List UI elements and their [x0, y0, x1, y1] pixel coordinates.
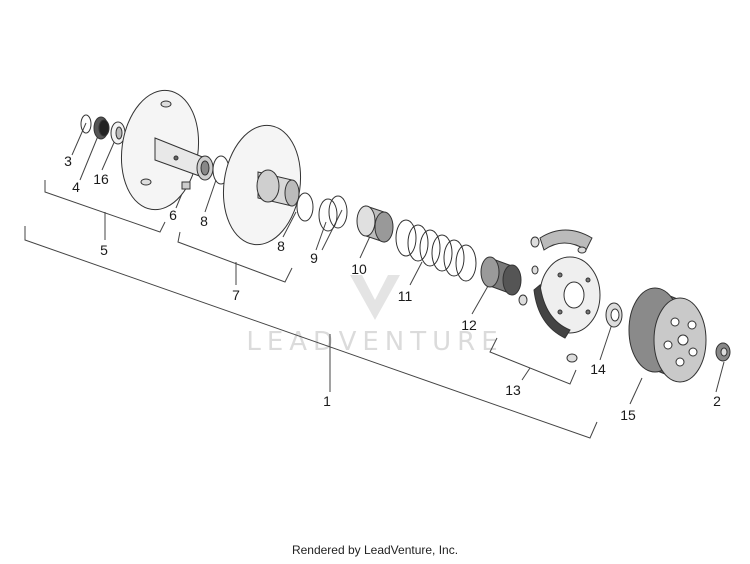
callout-13: 13 — [505, 382, 521, 398]
part-13-clutch-assembly — [518, 229, 601, 363]
bracket-7 — [177, 231, 293, 283]
callout-14: 14 — [590, 361, 606, 377]
watermark: LEADVENTURE — [246, 275, 498, 357]
part-4-needle-bearing — [93, 116, 110, 140]
callout-labels: 1 2 3 4 5 6 7 8 8 9 10 11 12 13 14 15 16 — [64, 153, 721, 423]
callout-9: 9 — [310, 250, 318, 266]
part-3-circlip — [80, 114, 92, 134]
bracket-1 — [24, 226, 598, 439]
footer-credit: Rendered by LeadVenture, Inc. — [291, 543, 459, 557]
callout-8a: 8 — [200, 213, 208, 229]
callout-10: 10 — [351, 261, 367, 277]
callout-11: 11 — [398, 288, 413, 304]
group-brackets — [24, 180, 598, 439]
part-10-collar — [356, 205, 394, 243]
callout-12: 12 — [461, 317, 477, 333]
callout-4: 4 — [72, 179, 80, 195]
part-2-nut — [715, 342, 731, 362]
part-14-nut — [605, 302, 623, 328]
part-7-fixed-face — [222, 124, 302, 246]
bracket-5 — [44, 180, 166, 233]
watermark-logo-icon — [350, 275, 400, 320]
part-12-cup — [480, 256, 522, 296]
part-6-movable-face — [120, 89, 214, 211]
callout-6: 6 — [169, 207, 177, 223]
part-11-spring — [395, 219, 477, 282]
callout-2: 2 — [713, 393, 721, 409]
part-15-clutch-drum — [628, 287, 707, 383]
callout-8b: 8 — [277, 238, 285, 254]
callout-15: 15 — [620, 407, 636, 423]
callout-5: 5 — [100, 242, 108, 258]
callout-1: 1 — [323, 393, 331, 409]
callout-16: 16 — [93, 171, 109, 187]
callout-3: 3 — [64, 153, 72, 169]
callout-7: 7 — [232, 287, 240, 303]
part-9-seal-rings — [318, 195, 348, 232]
